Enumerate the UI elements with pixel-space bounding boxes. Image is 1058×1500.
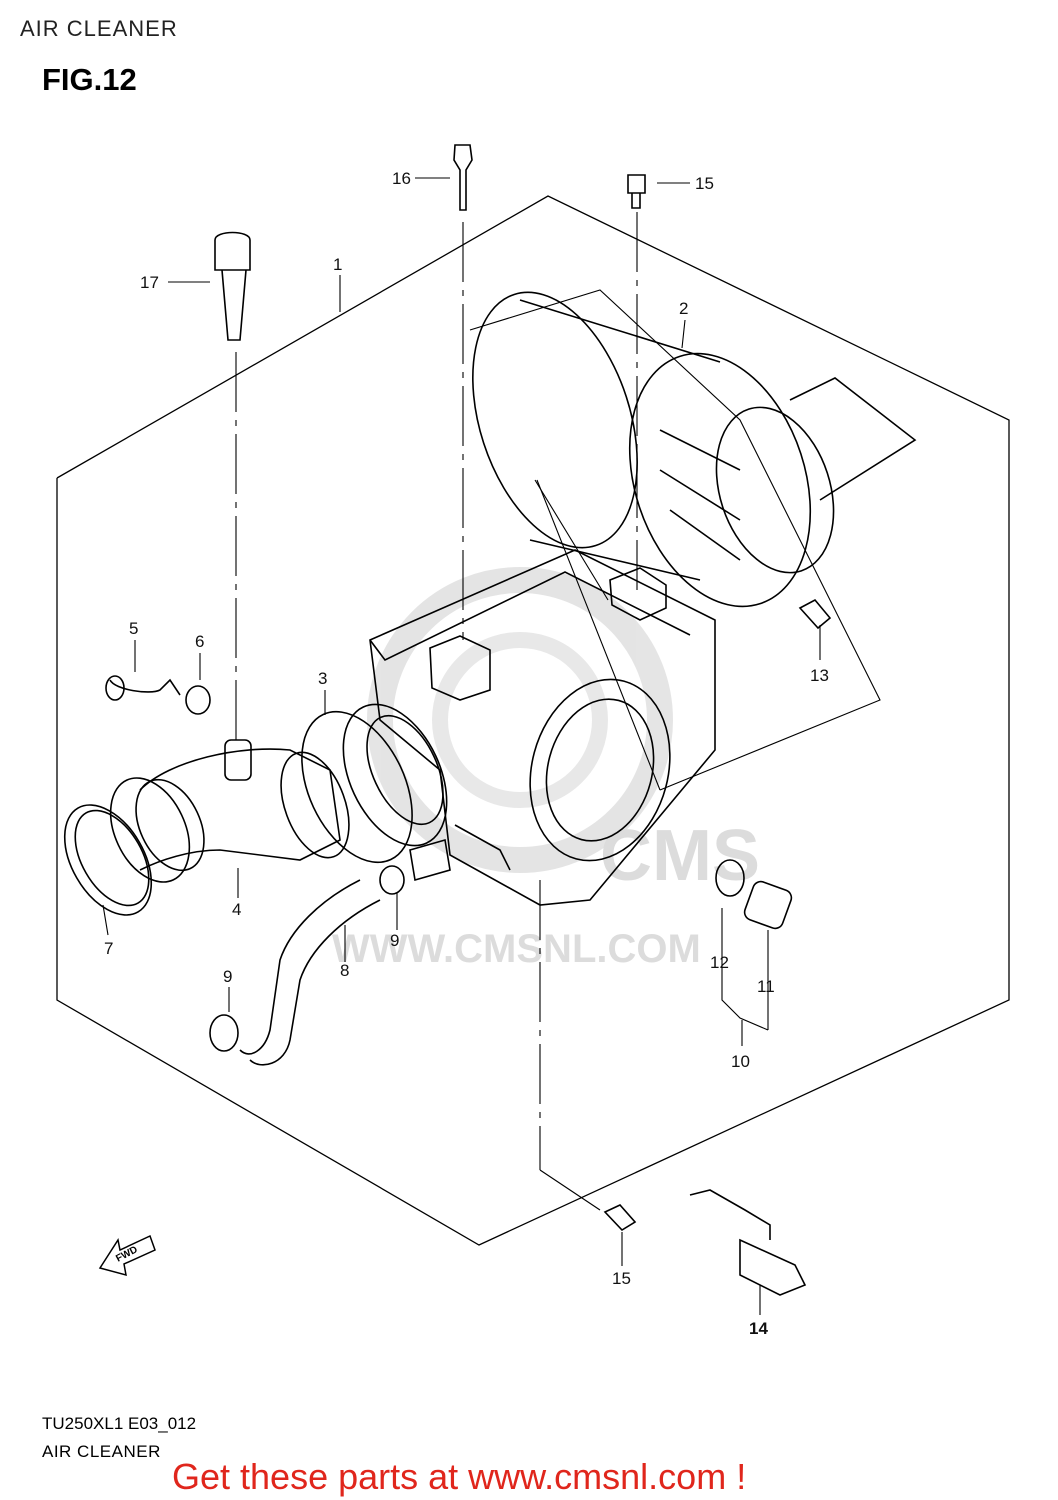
- callout-15-top: 15: [695, 174, 714, 193]
- callout-7: 7: [104, 939, 113, 958]
- callout-1: 1: [333, 255, 342, 274]
- promo-link[interactable]: Get these parts at www.cmsnl.com !: [172, 1456, 747, 1497]
- callout-12: 12: [710, 953, 729, 972]
- figure-label: FIG.12: [42, 62, 137, 97]
- callout-11: 11: [757, 977, 775, 996]
- callout-13: 13: [810, 666, 829, 685]
- fwd-arrow: FWD: [98, 1234, 156, 1277]
- filter-element: [472, 291, 917, 608]
- air-cleaner-case: [369, 549, 716, 906]
- callout-10: 10: [731, 1052, 750, 1071]
- callout-17: 17: [140, 273, 159, 292]
- section-title: AIR CLEANER: [20, 16, 178, 41]
- callout-2: 2: [679, 299, 688, 318]
- assembly-outline: [56, 195, 1010, 1246]
- callout-5: 5: [129, 619, 138, 638]
- diagram-code: TU250XL1 E03_012: [42, 1414, 197, 1433]
- cover-bracket: [689, 1189, 807, 1296]
- watermark-url: WWW.CMSNL.COM: [332, 927, 701, 971]
- callout-3: 3: [318, 669, 327, 688]
- intake-duct: [109, 739, 350, 883]
- drain-plug: [715, 859, 793, 930]
- callout-6: 6: [195, 632, 204, 651]
- callout-15-bottom: 15: [612, 1269, 631, 1288]
- callout-14: 14: [749, 1319, 768, 1338]
- leader-lines: [102, 177, 881, 1315]
- callout-4: 4: [232, 900, 241, 919]
- callout-numbers: 16 15 17 1 2 5 6 3 13 4 7 9 8 12 11 9 10…: [104, 169, 829, 1338]
- breather-hose: [105, 675, 211, 715]
- callout-8: 8: [340, 961, 349, 980]
- callout-9-lower: 9: [223, 967, 232, 986]
- diagram-title: AIR CLEANER: [42, 1442, 161, 1461]
- clamp: [63, 804, 153, 916]
- callout-9-upper: 9: [390, 931, 399, 950]
- seal-ring: [301, 703, 448, 864]
- fasteners: [214, 144, 832, 1232]
- drain-hose: [209, 865, 405, 1066]
- callout-16: 16: [392, 169, 411, 188]
